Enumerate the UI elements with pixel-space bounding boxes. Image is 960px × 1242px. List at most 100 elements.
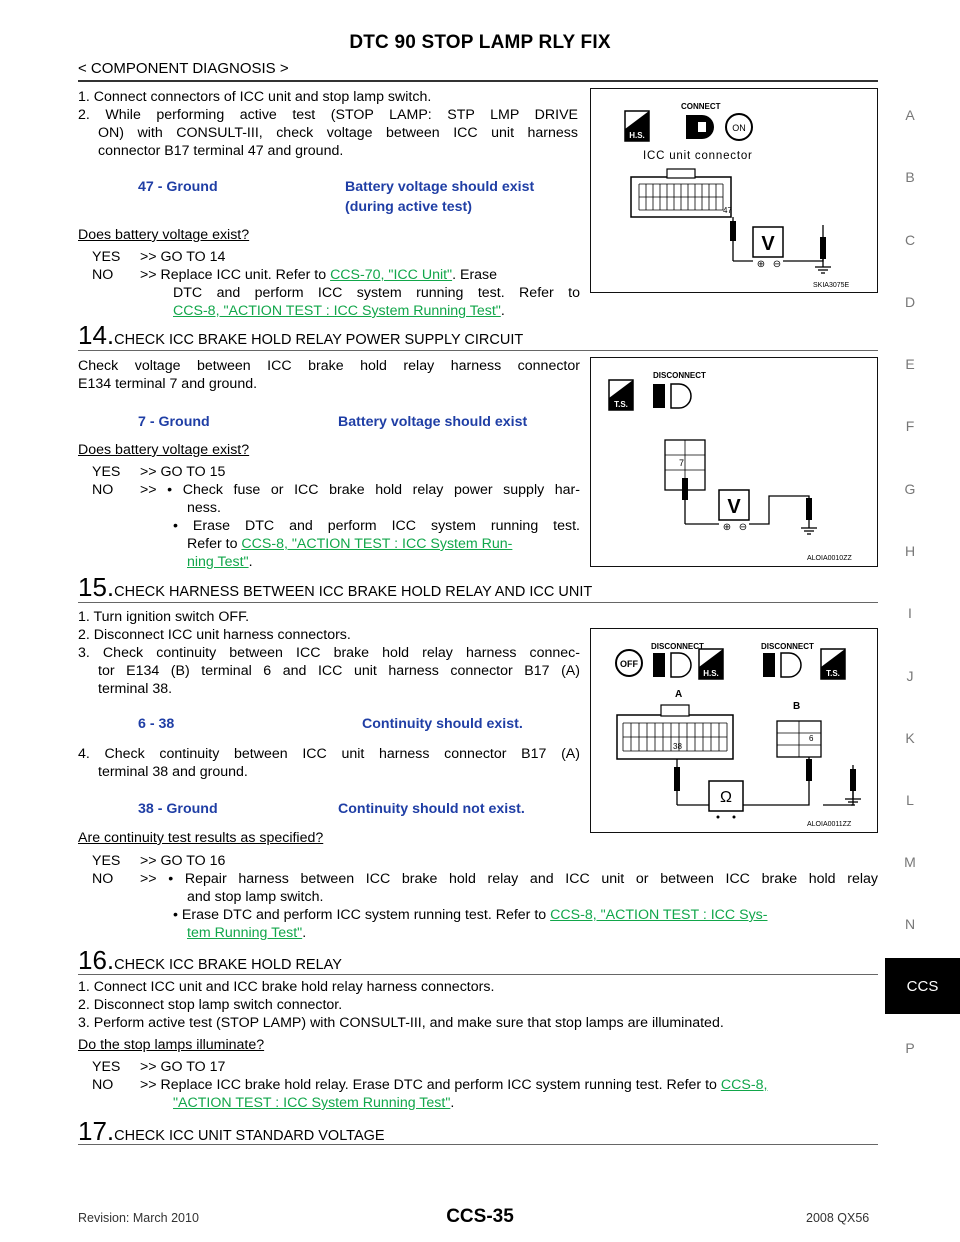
- ignition-on-label: ON: [732, 123, 746, 133]
- figure-code: SKIA3075E: [813, 282, 850, 289]
- step15-item4-cont: terminal 38 and ground.: [98, 764, 248, 780]
- voltmeter-label: V: [761, 233, 775, 255]
- step14-yes-text: >> GO TO 15: [140, 464, 226, 480]
- step16-ref-link[interactable]: CCS-8,: [720, 1077, 768, 1093]
- step17-rule: [78, 1144, 878, 1145]
- terminal-6-label: 6: [809, 734, 814, 743]
- step15-ref-link-cont[interactable]: tem Running Test": [187, 925, 303, 941]
- ts-icon-label: T.S.: [614, 400, 628, 409]
- no-text-cont: DTC and perform ICC system running test.…: [173, 285, 580, 301]
- side-index-m[interactable]: M: [904, 854, 916, 870]
- yes-text: >> GO TO 14: [140, 249, 226, 265]
- step17-heading: 17.CHECK ICC UNIT STANDARD VOLTAGE: [78, 1118, 385, 1145]
- side-index-n[interactable]: N: [904, 916, 916, 932]
- terminal-47-label: 47: [723, 206, 732, 215]
- terminal-38-label: 38: [673, 742, 682, 751]
- step15-rule: [78, 602, 878, 603]
- step16-question: Do the stop lamps illuminate?: [78, 1037, 265, 1053]
- step15-item3-cont2: terminal 38.: [98, 681, 173, 697]
- step15-heading: 15.CHECK HARNESS BETWEEN ICC BRAKE HOLD …: [78, 574, 592, 601]
- ref-link-ccs70[interactable]: CCS-70, "ICC Unit": [330, 267, 453, 283]
- step14-spec-result: Battery voltage should exist: [338, 414, 528, 430]
- side-index-ccs-tab[interactable]: CCS: [885, 958, 960, 1014]
- footer-model: 2008 QX56: [806, 1211, 870, 1225]
- step14-no-bullet2: • Erase DTC and perform ICC system runni…: [173, 518, 580, 534]
- step14-no-text-cont: ness.: [187, 500, 221, 516]
- step13-item2-cont2: connector B17 terminal 47 and ground.: [98, 143, 344, 159]
- side-index-d[interactable]: D: [904, 294, 916, 310]
- step17-title: CHECK ICC UNIT STANDARD VOLTAGE: [114, 1128, 385, 1144]
- plus-symbol: ⊕: [757, 259, 765, 270]
- step14-no-label: NO: [92, 482, 114, 498]
- side-index-i[interactable]: I: [908, 605, 912, 621]
- side-index-l[interactable]: L: [906, 792, 914, 808]
- step14-yes-label: YES: [92, 464, 121, 480]
- side-index-g[interactable]: G: [904, 481, 916, 497]
- side-index-h[interactable]: H: [904, 543, 916, 559]
- disconnect-icon-2: [763, 653, 775, 677]
- step15-number: 15.: [78, 572, 115, 602]
- relay-voltage-diagram: T.S. DISCONNECT 7 V ⊕ ⊖ ALOIA0010ZZ: [608, 371, 852, 562]
- voltmeter-icon: [718, 489, 750, 521]
- ohmmeter-label: Ω: [720, 789, 732, 806]
- no-text-period: .: [500, 303, 505, 319]
- spec-result-cont: (during active test): [345, 199, 472, 215]
- step15-item2: 2. Disconnect ICC unit harness connector…: [78, 627, 351, 643]
- disconnect-label: DISCONNECT: [653, 371, 706, 380]
- side-index-b[interactable]: B: [905, 169, 915, 185]
- step15-item3: 3. Check continuity between ICC brake ho…: [78, 645, 580, 661]
- ref-link-ccs8[interactable]: CCS-8, "ACTION TEST : ICC System Running…: [173, 303, 501, 319]
- step13-item2: 2. While performing active test (STOP LA…: [78, 107, 578, 123]
- ignition-on-icon: [725, 113, 753, 141]
- step14-no-bullet2-ref: Refer to CCS-8, "ACTION TEST : ICC Syste…: [187, 535, 512, 553]
- step16-no-label: NO: [92, 1077, 114, 1093]
- step16-heading: 16.CHECK ICC BRAKE HOLD RELAY: [78, 947, 342, 974]
- step16-item2: 2. Disconnect stop lamp switch connector…: [78, 997, 343, 1013]
- no-text-part: . Erase: [452, 267, 498, 283]
- disconnect-icon: [653, 653, 665, 677]
- step15-spec1-result: Continuity should exist.: [362, 716, 523, 732]
- step14-spec-terminal: 7 - Ground: [138, 414, 210, 430]
- step15-spec2-terminal: 38 - Ground: [138, 801, 218, 817]
- terminal-7-label: 7: [679, 458, 684, 468]
- step14-rule: [78, 350, 878, 351]
- breadcrumb: < COMPONENT DIAGNOSIS >: [78, 60, 289, 77]
- plus-symbol: ⊕: [723, 522, 731, 533]
- step15-item1: 1. Turn ignition switch OFF.: [78, 609, 250, 625]
- step13-question: Does battery voltage exist?: [78, 227, 250, 243]
- side-index-a[interactable]: A: [905, 107, 915, 123]
- step16-ref-link-cont[interactable]: "ACTION TEST : ICC System Running Test": [173, 1095, 451, 1111]
- step16-number: 16.: [78, 945, 115, 975]
- spec-result: Battery voltage should exist: [345, 179, 535, 195]
- side-index-p[interactable]: P: [905, 1040, 915, 1056]
- step15-spec1-terminal: 6 - 38: [138, 716, 175, 732]
- step15-no-text-cont: and stop lamp switch.: [187, 889, 324, 905]
- step15-yes-label: YES: [92, 853, 121, 869]
- disconnect-label-2: DISCONNECT: [761, 642, 814, 651]
- step15-no-label: NO: [92, 871, 114, 887]
- connector-label: ICC unit connector: [643, 150, 753, 162]
- header-rule: [78, 80, 878, 82]
- step16-title: CHECK ICC BRAKE HOLD RELAY: [114, 957, 342, 973]
- step14-ref-link-cont[interactable]: ning Test": [187, 554, 249, 570]
- side-index-c[interactable]: C: [904, 232, 916, 248]
- ground-symbol: [845, 791, 861, 806]
- step16-rule: [78, 974, 878, 975]
- voltmeter-label: V: [727, 496, 741, 518]
- side-index-k[interactable]: K: [905, 730, 915, 746]
- period: .: [450, 1095, 455, 1111]
- disconnect-label: DISCONNECT: [651, 642, 704, 651]
- ignition-off-icon: [615, 649, 643, 677]
- side-index-f[interactable]: F: [905, 418, 915, 434]
- no-text: >> Replace ICC unit. Refer to CCS-70, "I…: [140, 266, 580, 284]
- side-index-j[interactable]: J: [906, 668, 914, 684]
- connector-b-label: B: [793, 701, 800, 712]
- voltmeter-icon: [752, 226, 784, 258]
- step14-number: 14.: [78, 320, 115, 350]
- step14-heading: 14.CHECK ICC BRAKE HOLD RELAY POWER SUPP…: [78, 322, 523, 349]
- step16-no-text: >> Replace ICC brake hold relay. Erase D…: [140, 1076, 767, 1094]
- side-index-e[interactable]: E: [905, 356, 915, 372]
- step14-title: CHECK ICC BRAKE HOLD RELAY POWER SUPPLY …: [114, 332, 524, 348]
- step14-ref-link[interactable]: CCS-8, "ACTION TEST : ICC System Run-: [241, 536, 513, 552]
- step15-ref-link[interactable]: CCS-8, "ACTION TEST : ICC Sys-: [550, 907, 768, 923]
